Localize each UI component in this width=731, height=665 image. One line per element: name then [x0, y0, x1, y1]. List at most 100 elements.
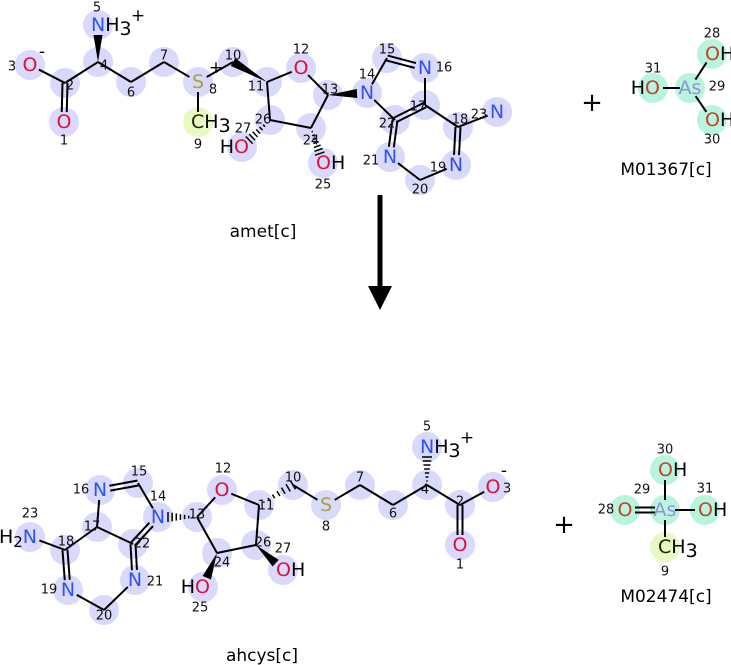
atom-highlight-ahcys-16 — [85, 475, 115, 505]
atom-label-amet-5: NH3 — [91, 14, 132, 40]
atom-number-ahcys-6: 6 — [389, 507, 397, 522]
molecule-name-M01367: M01367[c] — [620, 160, 711, 180]
atom-element: N — [490, 101, 504, 123]
bond-ahcys-20-21 — [103, 586, 129, 611]
charge-sign-amet-3: - — [39, 42, 45, 62]
atom-label-amet-16: N — [418, 57, 432, 79]
atom-number-amet-13: 13 — [322, 83, 339, 98]
bond-ahcys-21-22 — [134, 543, 138, 570]
bond-amet-8-10 — [206, 61, 234, 78]
charge-sign-amet-8: + — [209, 58, 223, 78]
atom-number-M02474-29: 29 — [634, 483, 651, 498]
atom-element: O — [618, 499, 633, 521]
bond-ahcys-17-18 — [64, 526, 98, 551]
atom-number-ahcys-22: 22 — [134, 537, 151, 552]
atom-suffix: H — [105, 14, 119, 36]
atom-element: O — [23, 54, 38, 76]
bond-ahcys-24-25 — [202, 553, 217, 580]
atom-highlight-M01367-31 — [638, 73, 668, 103]
atom-number-ahcys-1: 1 — [456, 558, 464, 573]
atom-element: As — [654, 499, 677, 521]
atom-element: O — [658, 459, 673, 481]
bond-ahcys-16-17 — [96, 499, 101, 528]
atom-number-M02474-30: 30 — [657, 443, 674, 458]
atom-element: N — [418, 57, 432, 79]
bond-amet-3-2 — [38, 68, 66, 84]
atom-number-ahcys-27: 27 — [275, 542, 292, 557]
atom-number-ahcys-2: 2 — [456, 495, 464, 510]
molecule-name-M02474: M02474[c] — [620, 587, 711, 607]
charge-sign-ahcys-5: + — [460, 428, 474, 448]
atom-label-amet-3: O — [23, 54, 38, 76]
atom-number-M01367-31: 31 — [645, 62, 662, 77]
bond-ahcys-26-27 — [256, 545, 279, 567]
bond-amet-12-13 — [307, 74, 329, 96]
atom-number-amet-15: 15 — [379, 43, 396, 58]
atom-label-ahcys-1: O — [453, 534, 468, 556]
plus-sign-reactants: + — [581, 88, 603, 118]
atom-element: N — [151, 506, 165, 528]
atom-highlight-ahcys-3 — [478, 472, 508, 502]
plus-sign-products: + — [553, 510, 575, 540]
atom-element: N — [93, 479, 107, 501]
bond-ahcys-15-16 — [110, 484, 139, 492]
arrow-head-icon — [368, 286, 392, 310]
bond-amet-11-12 — [266, 70, 293, 83]
atom-highlight-ahcys-8 — [311, 490, 341, 520]
atom-element: S — [320, 494, 332, 516]
atom-number-ahcys-18: 18 — [58, 535, 75, 550]
atom-element: O — [215, 479, 230, 501]
atom-number-M01367-30: 30 — [704, 133, 721, 148]
atom-label-amet-21: N — [383, 146, 397, 168]
atom-number-ahcys-8: 8 — [322, 520, 330, 535]
atom-element: N — [420, 436, 434, 458]
bond-amet-15-16 — [387, 54, 417, 65]
atom-highlight-amet-1 — [49, 107, 79, 137]
charge-sign-amet-5: + — [131, 6, 145, 26]
atom-highlight-ahcys-14 — [143, 502, 173, 532]
atom-subscript: 3 — [219, 115, 231, 137]
atom-element: C — [658, 536, 671, 558]
atom-highlight-M02474-9 — [650, 532, 680, 562]
atom-suffix: H — [434, 436, 448, 458]
bond-amet-24-26 — [269, 119, 312, 129]
bond-amet-15-16 — [386, 59, 415, 69]
bond-ahcys-22-14 — [130, 521, 151, 543]
bond-amet-17-18 — [424, 104, 459, 128]
bond-amet-24-25 — [311, 130, 325, 156]
bond-ahcys-8-10 — [292, 484, 318, 501]
atom-label-M02474-29: As — [654, 499, 677, 521]
atom-label-ahcys-8: S — [320, 494, 332, 516]
bond-ahcys-24-26 — [216, 544, 257, 554]
atom-number-amet-17: 17 — [410, 100, 427, 115]
atom-highlight-M02474-28 — [610, 495, 640, 525]
atom-label-ahcys-5: NH3 — [420, 436, 461, 462]
bond-amet-4-5 — [93, 35, 103, 62]
atom-highlight-amet-8 — [183, 67, 213, 97]
atom-highlight-M02474-31 — [690, 495, 720, 525]
bond-amet-11-10 — [230, 58, 267, 82]
atom-element: C — [191, 111, 204, 133]
bond-amet-2-1 — [60, 82, 64, 112]
atom-element: O — [453, 534, 468, 556]
atom-number-ahcys-7: 7 — [356, 471, 364, 486]
bond-amet-13-24 — [310, 94, 329, 129]
bond-ahcys-6-7 — [359, 484, 394, 506]
atom-element: O — [294, 57, 309, 79]
bond-amet-4-6 — [97, 61, 132, 83]
atom-prefix: H — [220, 136, 234, 158]
atom-number-amet-14: 14 — [359, 68, 376, 83]
atom-label-amet-19: N — [449, 154, 463, 176]
atom-element: N — [128, 569, 142, 591]
bond-ahcys-18-23 — [39, 539, 66, 551]
atom-number-amet-25: 25 — [315, 178, 332, 193]
atom-highlight-M01367-28 — [697, 39, 727, 69]
atom-highlight-ahcys-1 — [445, 530, 475, 560]
atom-label-amet-1: O — [57, 111, 72, 133]
atom-label-ahcys-25: HO — [181, 576, 210, 598]
atom-label-amet-25: OH — [316, 152, 345, 174]
atom-label-amet-12: O — [294, 57, 309, 79]
atom-number-ahcys-15: 15 — [131, 465, 148, 480]
atom-number-ahcys-14: 14 — [150, 490, 167, 505]
bond-ahcys-21-22 — [129, 544, 133, 571]
